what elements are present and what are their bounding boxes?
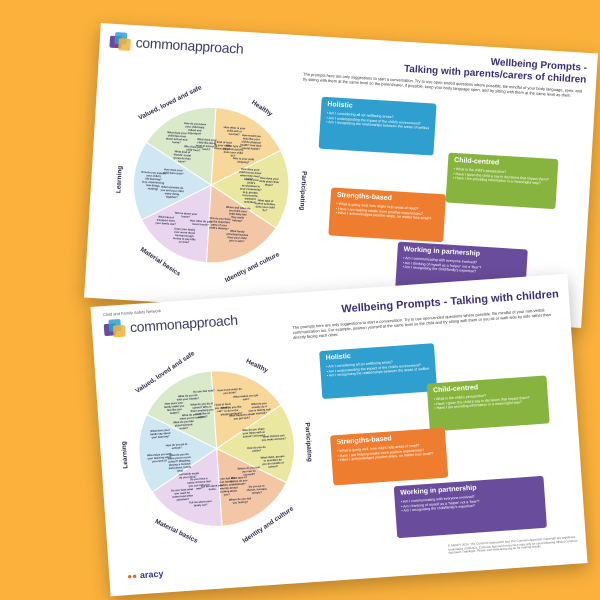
logo-text: commonapproach (129, 311, 239, 336)
sheet1-question-5-4: What does yourchild like doingmost at sc… (195, 137, 217, 152)
sheet2-question-5-2: What do you dowhen you're bored? (179, 412, 204, 421)
sheet1-question-1-2: How is yourchild'sinvolvement inyour com… (239, 177, 263, 205)
sheet2-intro: The prompts here are only suggestions to… (292, 307, 552, 340)
sheet1-question-1-1: How does yourchild share theirideas? (259, 176, 280, 188)
sheet2-question-3-2: Do you have aspace at home thatyou can c… (187, 476, 212, 491)
logo-squares-icon (103, 318, 126, 338)
sheet1-card-1: Child-centred• What is the child's persp… (445, 152, 559, 210)
sheet1-question-5-3: How do you knowyour child feelsvalued an… (183, 121, 207, 136)
sheet2-question-1-3: What clubs, groupsor activities doyou do… (260, 454, 286, 469)
sheet1-question-0-4: How is your childsleeping? (232, 156, 254, 165)
sheet1-wheel-outline (132, 106, 290, 264)
sheet2-question-0-4: What happens whenyou get sick? (229, 412, 255, 421)
sheet1-question-0-3: How would youdescribe yourchild's physic… (240, 133, 262, 151)
sheet2-question-3-0: Tell me about yourhome. (201, 483, 224, 492)
sheet2-question-4-2: How do you go atschool? (166, 442, 188, 451)
sheet2-question-0-1: How much water doyou drink? (217, 387, 242, 396)
logo-squares-icon (109, 31, 132, 51)
sheet2-wheel-outline (137, 369, 296, 528)
sheet2-question-0-0: What kind of fooddo you usuallyeat? (208, 402, 231, 414)
sheet2-question-3-1: Tell me about yourfamily car? (189, 499, 212, 508)
sheet1-question-1-3: What type ofonline activitiesdoes your c… (255, 198, 276, 213)
sheet1-card-0: Holistic• Am I considering all six wellb… (318, 96, 437, 156)
children-prompt-sheet: Child and Family Safety Network commonap… (90, 273, 588, 597)
sheet1-question-4-0: What activities doyou and your childenjo… (160, 185, 184, 200)
sheet1-question-2-0: Where and when doyou think yourchild fee… (225, 205, 251, 223)
sheet2-card-2: Strengths-based• What is going well, how… (330, 427, 449, 486)
sheet2-question-2-3: Where do you feelyou belong? (229, 496, 252, 505)
sheet2-segment-label-1: Participating (303, 422, 313, 462)
sheet2-segment-label-0: Healthy (245, 358, 270, 375)
sheet2-card-0: Holistic• Am I considering all six wellb… (319, 343, 438, 400)
sheet1-question-5-0: What kind offriends' socialgroup do they… (173, 149, 192, 164)
sheet1-question-4-2: How does yourchild learn best? (163, 167, 184, 175)
aracy-text: aracy (139, 568, 164, 581)
sheet2-question-3-3: Do you have whatyou need forschool and o… (171, 487, 194, 502)
sheet1-question-5-1: What does yourchild like mostabout schoo… (166, 130, 189, 145)
sheet2-card-3: Working in partnership• Am I communicati… (393, 475, 547, 539)
sheet1-question-3-0: How often do youmove house? (189, 218, 212, 227)
sheet1-question-2-1: What familyactivities/routinesdoes your … (226, 229, 249, 244)
sheet2-question-1-0: Who do you shareyour ideas with atschool… (242, 427, 266, 439)
sheet2-question-2-0: Where do you feelyou can beyourself? (237, 465, 260, 477)
sheet2-question-1-1: What choices canyou make at home? (261, 433, 286, 442)
sheet2-question-5-3: What do you dowith your friends? (176, 393, 199, 402)
sheet1-question-2-2: What do you thinkare the importantparts … (208, 216, 232, 231)
sheet1-card-2: Strengths-based• What is going well, how… (328, 187, 447, 243)
sheet2-question-2-1: Do you go tochurch, mosque,temple? (246, 483, 268, 495)
sheet2-question-5-0: What do you likeabout being athome? (173, 419, 195, 431)
aracy-logo: ●● aracy (127, 569, 164, 582)
sheet1-question-3-1: Does your familyever worry abouthaving e… (173, 226, 197, 244)
sheet2-question-5-4: What do you do atschool? Who isthere any… (190, 401, 215, 419)
sheet2-question-4-3: What does yourfamily say aboutyour learn… (150, 428, 171, 440)
sheet2-question-0-5: What do youusually do ifyou're feeling s… (248, 401, 271, 416)
sheet2-question-2-2: What type ofthings do youcelebrate? (230, 475, 248, 487)
sheet2-question-5-1: How does yourfamily make youfeel like yo… (164, 400, 185, 415)
sheet2-card-1: Child-centred• What is the child's persp… (426, 375, 550, 432)
sheet2-question-1-2: How do you doonline? (247, 445, 266, 454)
logo-text: commonapproach (135, 34, 244, 57)
sheet2-segment-label-4: Learning (121, 441, 130, 469)
sheet2-question-2-4: Do you feel likeyour family,friends, and… (214, 476, 238, 498)
sheet1-question-0-0: What kind of fooddoes your childeat most… (209, 139, 232, 151)
sheet1-question-0-1: How often is yourchild sick orworried? (223, 125, 245, 137)
sheet2-question-3-4: What family mealsdo you enjoy? (176, 471, 200, 480)
sheet1-question-3-2: Tell me about yourhome? (174, 211, 197, 220)
sheet2-question-4-0: What do you dowhen you're not atschool? … (167, 452, 191, 474)
sheet1-segment-label-1: Participating (298, 171, 307, 211)
sheet2-question-4-1: Who helps you withyour learning whenyou … (147, 452, 172, 464)
sheet2-question-5-5: Do you feel safe? (193, 388, 215, 394)
sheet2-question-0-3: What makes you getsick? (233, 393, 259, 402)
sheet1-segment-label-4: Learning (115, 166, 124, 194)
parents-carers-prompt-sheet: commonapproach Wellbeing Prompts - Talki… (84, 23, 598, 328)
sheet1-segment-label-0: Healthy (250, 99, 274, 118)
sheet2-question-0-2: What do you liketo do in theplayground/p… (220, 404, 243, 416)
copyright-footer: © ARACY 2024. The Common Approach® and T… (447, 534, 578, 555)
common-approach-logo: commonapproach (109, 31, 244, 58)
sheet1-question-5-2: Who does yourchild trust? (184, 144, 203, 152)
sheet1-question-4-1: How do you supportyour child'slife-learn… (140, 170, 166, 192)
sheet1-question-3-3: What kind oftransport doesyour family us… (155, 214, 177, 226)
sheet1-question-0-2: What type ofphysical activitydoes your c… (223, 143, 244, 158)
aracy-dots-icon: ●● (127, 570, 138, 581)
sheet1-question-1-0: How does yourchild let you knowwhen they… (238, 167, 262, 182)
